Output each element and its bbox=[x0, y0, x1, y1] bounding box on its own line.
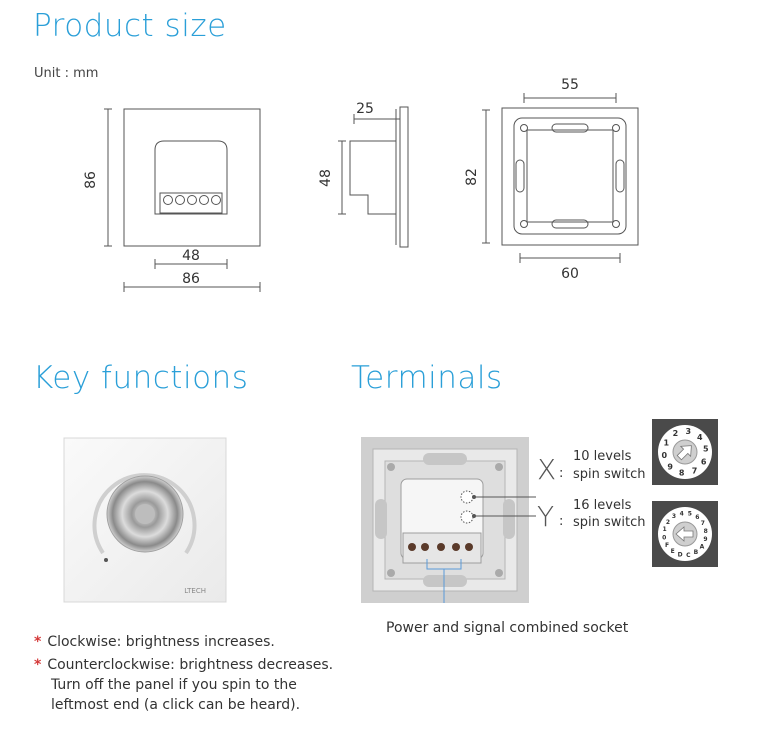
dial-digit: C bbox=[686, 552, 691, 559]
side-height-label: 48 bbox=[318, 169, 334, 187]
x-levels-label: 10 levels bbox=[573, 449, 632, 464]
y-colon: : bbox=[559, 514, 564, 529]
dial-digit: 8 bbox=[704, 528, 708, 535]
dial-digit: 5 bbox=[703, 445, 709, 454]
product-size-heading: Product size bbox=[33, 8, 227, 44]
back-top-width-label: 55 bbox=[561, 77, 579, 93]
dial-digit: 0 bbox=[662, 534, 666, 541]
dial-digit: 1 bbox=[663, 438, 669, 447]
bullet-clockwise: * Clockwise: brightness increases. bbox=[34, 632, 275, 652]
x-axis-letter: X bbox=[537, 453, 557, 486]
dial-digit: 8 bbox=[679, 469, 685, 478]
arrow-icon bbox=[675, 526, 694, 542]
socket-label: Power and signal combined socket bbox=[386, 620, 629, 636]
dial-digit: 2 bbox=[673, 429, 679, 438]
dial-digit: 5 bbox=[688, 511, 692, 518]
front-height-label: 86 bbox=[83, 171, 99, 189]
dial-digit: 9 bbox=[667, 463, 673, 472]
back-view-drawing bbox=[482, 93, 639, 263]
asterisk-icon: * bbox=[34, 657, 42, 673]
bullet-text: Clockwise: brightness increases. bbox=[47, 634, 275, 650]
arrow-icon bbox=[676, 445, 692, 461]
terminals-back-photo bbox=[361, 437, 529, 603]
front-view-drawing bbox=[104, 108, 261, 292]
dial-digit: 0 bbox=[661, 451, 667, 460]
bullet-continuation: Turn off the panel if you spin to the bbox=[51, 677, 297, 693]
bullet-continuation: leftmost end (a click can be heard). bbox=[51, 697, 301, 713]
unit-label: Unit : mm bbox=[34, 66, 99, 81]
dial-digit: 9 bbox=[703, 536, 707, 543]
dial-digit: 6 bbox=[701, 457, 707, 466]
x-colon: : bbox=[559, 466, 564, 481]
y-axis-letter: Y bbox=[537, 500, 555, 533]
side-view-drawing bbox=[338, 106, 409, 248]
dial-digit: 1 bbox=[662, 526, 666, 533]
dial-digit: 6 bbox=[695, 514, 699, 521]
dial-digit: 4 bbox=[680, 510, 684, 517]
dimension-drawings: 86 48 86 25 48 82 55 60 bbox=[83, 77, 639, 292]
front-width-label: 86 bbox=[182, 271, 200, 287]
dial-digit: 7 bbox=[692, 467, 698, 476]
x-switch-label: spin switch bbox=[573, 467, 646, 482]
dial-digit: 2 bbox=[666, 519, 670, 526]
key-functions-heading: Key functions bbox=[33, 360, 249, 396]
side-depth-label: 25 bbox=[356, 101, 374, 117]
bullet-text: Counterclockwise: brightness decreases. bbox=[47, 657, 334, 673]
dial-digit: F bbox=[665, 542, 669, 549]
back-bottom-width-label: 60 bbox=[561, 266, 579, 282]
dial-digit: 7 bbox=[701, 520, 705, 527]
dial-digit: A bbox=[700, 543, 705, 550]
dial-digit: E bbox=[671, 548, 675, 555]
dial-digit: 4 bbox=[697, 433, 703, 442]
y-switch-label: spin switch bbox=[573, 515, 646, 530]
dial-digit: B bbox=[694, 549, 699, 556]
asterisk-icon: * bbox=[34, 634, 42, 650]
back-height-label: 82 bbox=[464, 168, 480, 186]
dial-digit: D bbox=[678, 552, 683, 559]
front-inner-width-label: 48 bbox=[182, 248, 200, 264]
dimmer-panel-photo: LTECH bbox=[63, 437, 227, 603]
dial-digit: 3 bbox=[685, 427, 691, 436]
dial-digit: 3 bbox=[672, 513, 676, 520]
terminals-heading: Terminals bbox=[351, 360, 503, 396]
y-levels-label: 16 levels bbox=[573, 498, 632, 513]
panel-brand-logo: LTECH bbox=[184, 587, 206, 595]
bullet-counterclockwise: * Counterclockwise: brightness decreases.… bbox=[34, 655, 333, 715]
